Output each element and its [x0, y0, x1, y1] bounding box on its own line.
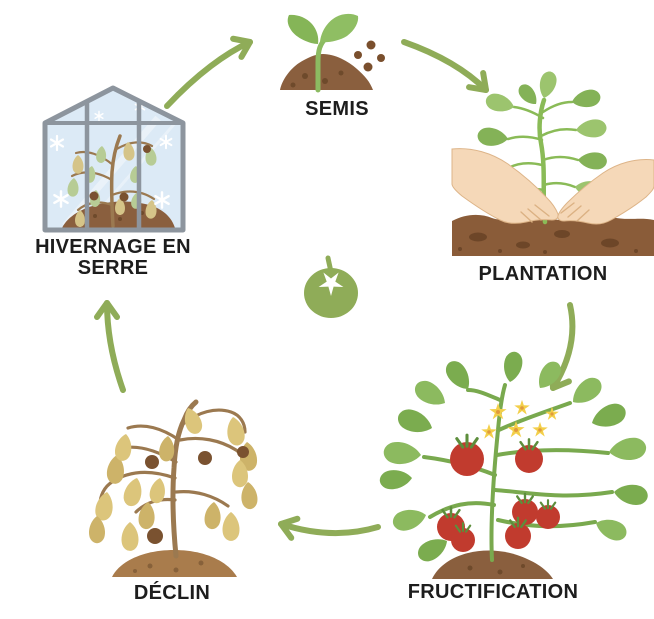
- sprout-leaf-right: [320, 13, 359, 43]
- arrow-declin-to-hivernage: [94, 300, 126, 393]
- hands-planting-icon: [451, 69, 654, 256]
- seedling-sprout-icon: [280, 13, 385, 93]
- stage-label-fructification: FRUCTIFICATION: [407, 581, 579, 603]
- tomato-icon: [304, 255, 358, 318]
- soil-mound: [432, 550, 553, 579]
- stage-label-declin: DÉCLIN: [133, 582, 211, 604]
- right-hand: [557, 159, 654, 225]
- stage-label-plantation: PLANTATION: [478, 263, 608, 285]
- sprout-leaf-left: [287, 14, 319, 44]
- greenhouse-frame: [42, 85, 186, 233]
- tomato-plant-fruiting-icon: [378, 350, 650, 579]
- stage-label-semis: SEMIS: [305, 98, 369, 120]
- soil-mound: [112, 550, 237, 577]
- tomato-calyx: [318, 272, 344, 296]
- arrow-fructification-to-declin: [278, 515, 381, 541]
- arrow-plantation-to-fructification: [548, 302, 576, 392]
- seeds: [354, 40, 385, 72]
- left-hand: [451, 148, 559, 224]
- withered-plant-icon: [89, 399, 259, 577]
- dried-fruits: [145, 446, 249, 544]
- soil-mound: [280, 54, 373, 90]
- greenhouse-plant: [62, 134, 175, 228]
- stage-label-hivernage: HIVERNAGE EN SERRE: [35, 236, 191, 279]
- arrow-semis-to-plantation: [401, 39, 489, 93]
- greenhouse-winter-icon: [42, 85, 186, 233]
- arrow-hivernage-to-semis: [164, 35, 253, 109]
